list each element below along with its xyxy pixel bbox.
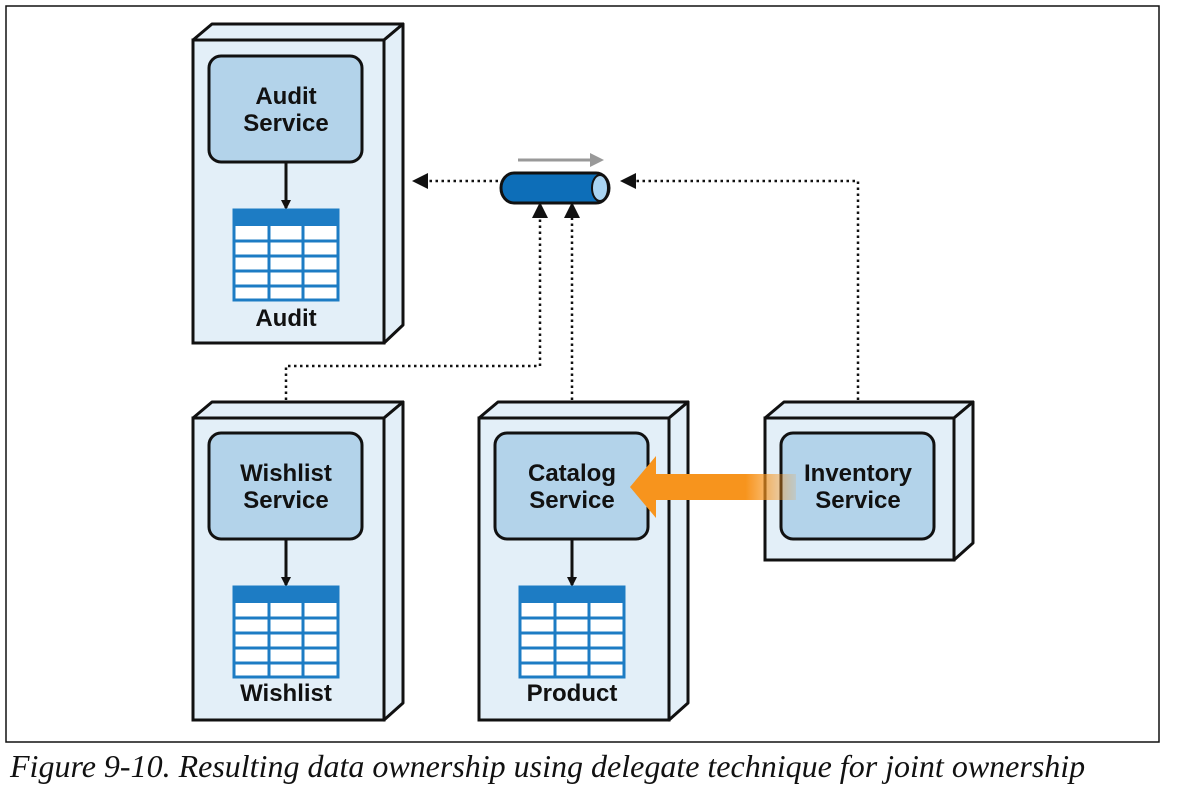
product-table-icon	[518, 585, 626, 679]
wishlist-table-label: Wishlist	[240, 680, 332, 707]
wishlist-table-icon	[232, 585, 340, 679]
product-table-label: Product	[527, 680, 618, 707]
audit-service-label-line2: Service	[243, 110, 328, 137]
audit-container: Audit Service Audit	[191, 22, 405, 345]
queue-direction-arrow	[518, 153, 604, 167]
wishlist-container: Wishlist Service Wishlist	[191, 400, 405, 722]
inventory-to-queue-connector	[620, 173, 860, 400]
inventory-service-label-line1: Inventory	[804, 460, 913, 487]
catalog-service-label-line2: Service	[529, 487, 614, 514]
inventory-service-label-line2: Service	[815, 487, 900, 514]
queue-to-audit-connector	[412, 173, 498, 189]
audit-table-icon	[232, 208, 340, 302]
wishlist-to-queue-connector	[284, 202, 548, 400]
delegate-arrow	[630, 456, 796, 518]
wishlist-service-label-line1: Wishlist	[240, 460, 332, 487]
audit-service-label-line1: Audit	[255, 83, 316, 110]
catalog-service-label-line1: Catalog	[528, 460, 616, 487]
message-queue-icon	[499, 171, 611, 205]
catalog-container: Catalog Service Product	[477, 400, 690, 722]
catalog-to-queue-connector	[564, 202, 580, 400]
inventory-container: Inventory Service	[763, 400, 975, 562]
figure-caption: Figure 9-10. Resulting data ownership us…	[10, 748, 1086, 784]
audit-table-label: Audit	[255, 305, 316, 332]
wishlist-service-label-line2: Service	[243, 487, 328, 514]
